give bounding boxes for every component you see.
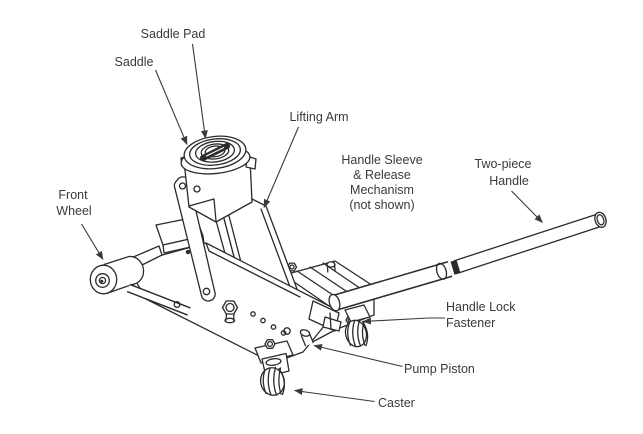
saddle-pad-slot — [199, 142, 231, 162]
carry-handle-drawing — [126, 283, 191, 316]
front-wheel-face — [89, 264, 118, 295]
caster-label: Caster — [378, 396, 415, 410]
two-piece-handle-label-line1: Two-piece — [475, 157, 532, 171]
lifting-arm-leader — [263, 126, 300, 208]
callout-saddle-pad: Saddle Pad — [141, 27, 208, 139]
front-wheel-label-line2: Wheel — [56, 204, 91, 218]
saddle-pad-leader — [191, 43, 208, 139]
callout-two-piece-handle: Two-piece Handle — [475, 157, 543, 223]
two-piece-handle-drawing — [328, 211, 607, 312]
two-piece-handle-leader — [511, 190, 543, 223]
chassis-holes — [173, 301, 291, 336]
callout-caster: Caster — [294, 388, 415, 410]
saddle-assembly-drawing — [180, 135, 257, 175]
lifting-arm-label: Lifting Arm — [289, 110, 348, 124]
handle-lock-fastener-leader — [362, 317, 445, 325]
caster-leader — [294, 388, 375, 403]
callout-handle-sleeve: Handle Sleeve & Release Mechanism (not s… — [341, 153, 422, 212]
handle-joint-band — [450, 259, 461, 275]
pump-piston-drawing — [299, 329, 314, 347]
front-wheel-label-line1: Front — [58, 188, 88, 202]
wheel-hub — [95, 273, 110, 288]
two-piece-handle-label-line2: Handle — [489, 174, 529, 188]
pump-piston-leader — [313, 343, 403, 368]
pump-piston-label: Pump Piston — [404, 362, 475, 376]
rear-caster-drawing — [344, 304, 371, 348]
side-strut-drawing — [173, 176, 216, 302]
callout-pump-piston: Pump Piston — [313, 343, 475, 376]
saddle-leader — [154, 69, 188, 145]
saddle-pad-label: Saddle Pad — [141, 27, 206, 41]
callouts: Saddle Pad Saddle Lifting Arm Handle Sle… — [56, 27, 543, 410]
jack-drawing — [89, 135, 607, 396]
chassis-bolt — [221, 300, 239, 324]
caster-bolt — [264, 339, 276, 349]
handle-lock-fastener-label-line1: Handle Lock — [446, 300, 516, 314]
front-caster-drawing — [254, 339, 294, 396]
callout-lifting-arm: Lifting Arm — [263, 110, 349, 208]
handle-sleeve-label-line4: (not shown) — [349, 198, 414, 212]
front-wheel-leader — [81, 223, 104, 260]
callout-saddle: Saddle — [115, 55, 188, 145]
handle-lock-fastener-label-line2: Fastener — [446, 316, 495, 330]
chassis-dark-hole — [185, 249, 191, 255]
handle-sleeve-label-line3: Mechanism — [350, 183, 414, 197]
hinge-pin — [326, 261, 336, 273]
front-wheel-drawing — [89, 255, 145, 295]
callout-handle-lock-fastener: Handle Lock Fastener — [362, 300, 516, 330]
handle-joint-clip — [435, 262, 448, 280]
saddle-label: Saddle — [115, 55, 154, 69]
handle-sleeve-label-line1: Handle Sleeve — [341, 153, 422, 167]
callout-front-wheel: Front Wheel — [56, 188, 104, 260]
handle-sleeve-label-line2: & Release — [353, 168, 411, 182]
